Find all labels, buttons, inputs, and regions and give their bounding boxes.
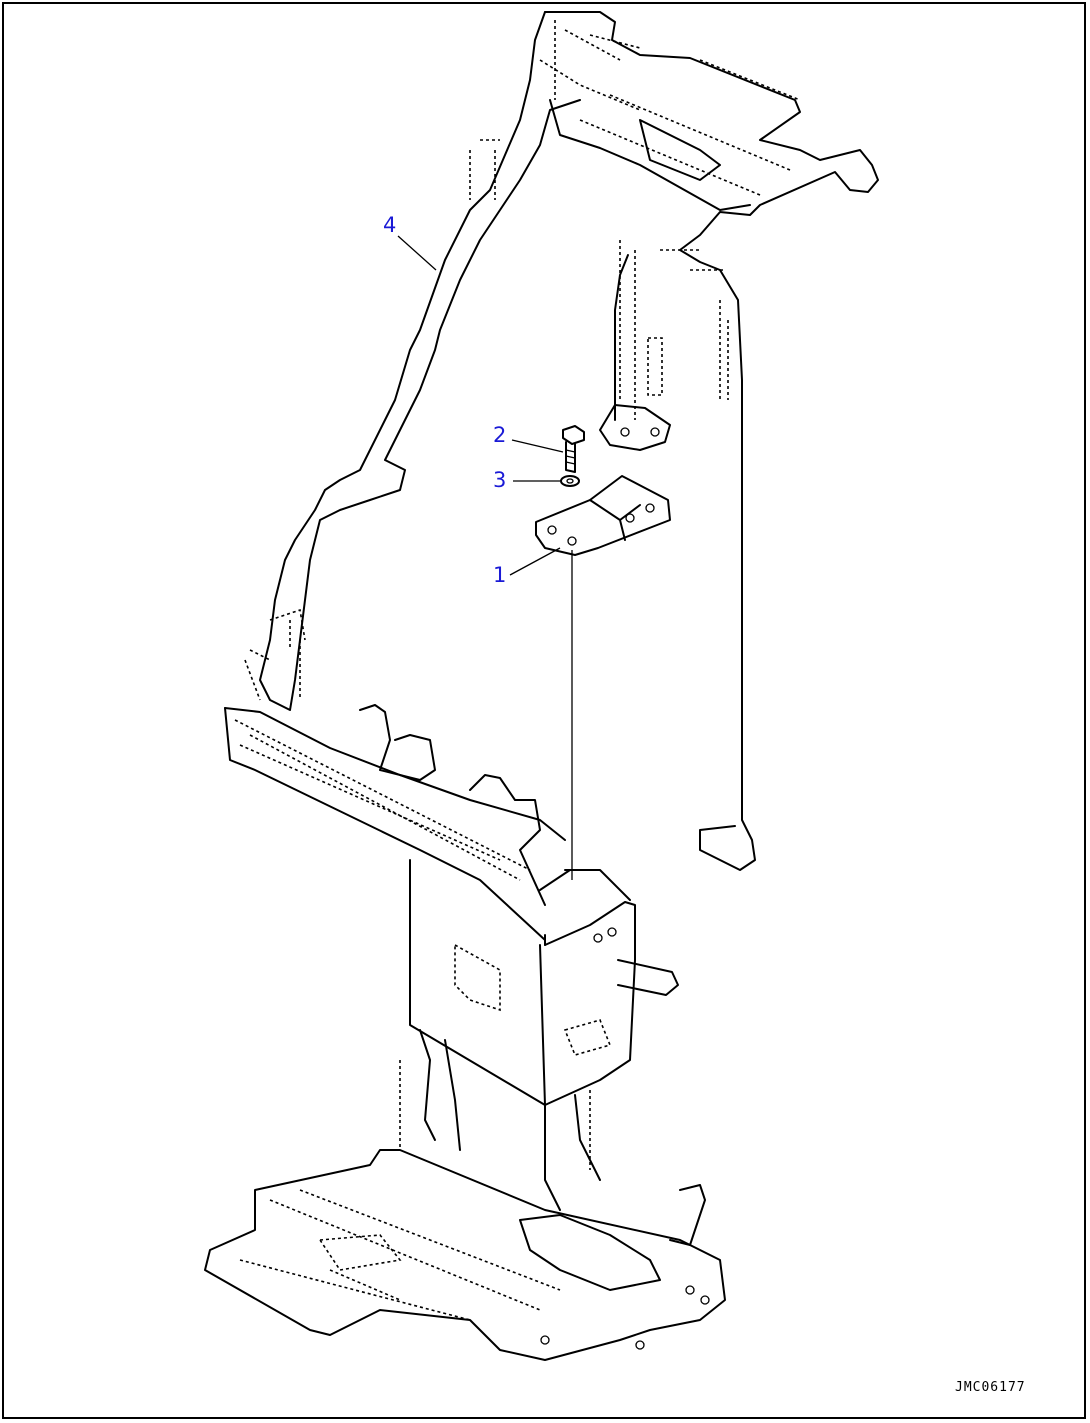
leader-lines <box>397 235 564 576</box>
callout-1: 1 <box>493 563 507 587</box>
callout-3: 3 <box>493 468 507 492</box>
callout-2: 2 <box>493 423 507 447</box>
drawing-code: JMC06177 <box>955 1380 1026 1395</box>
leader-line-4 <box>397 235 437 271</box>
leader-line-1 <box>509 547 561 576</box>
bolt-part <box>562 425 585 473</box>
main-frame-assembly <box>224 704 679 1211</box>
bracket-part <box>535 475 671 556</box>
callout-4: 4 <box>383 213 397 237</box>
upper-frame-assembly <box>244 11 879 871</box>
washer-part <box>560 475 580 487</box>
leader-line-2 <box>511 439 564 453</box>
base-plate-assembly <box>204 1149 726 1361</box>
